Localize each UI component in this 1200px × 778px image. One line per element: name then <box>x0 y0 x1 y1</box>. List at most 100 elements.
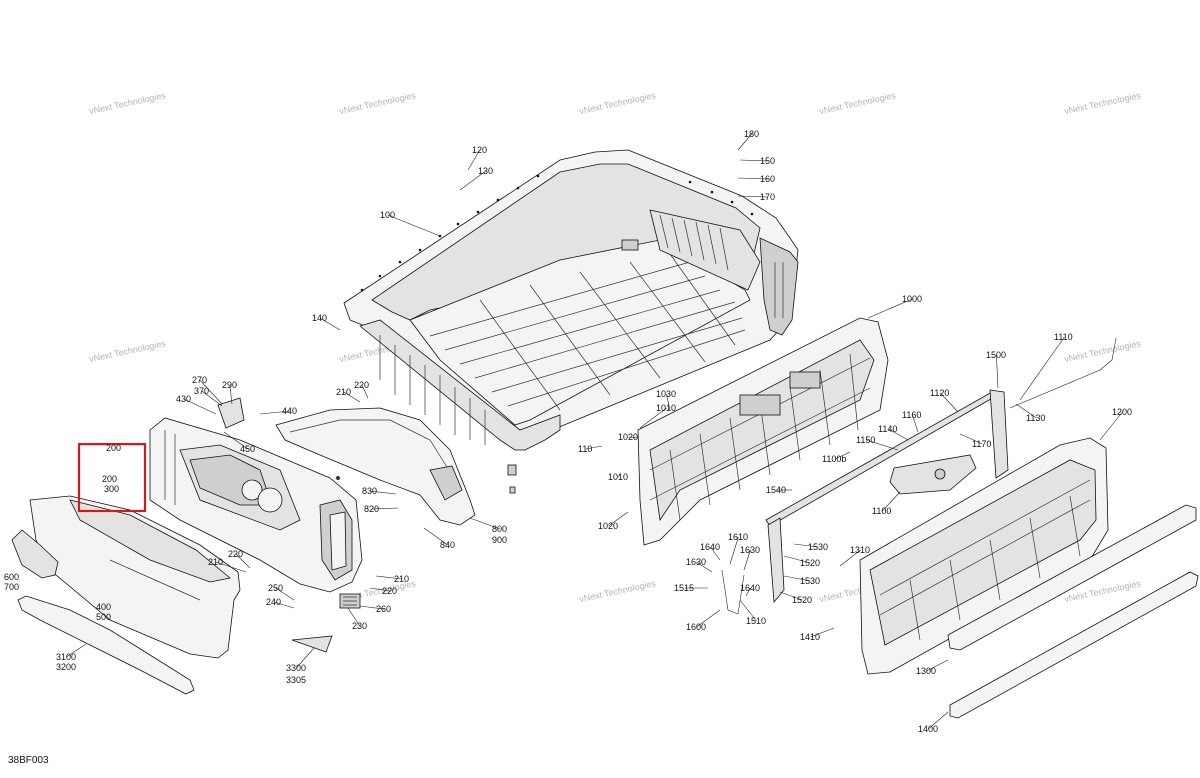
callout-c230[interactable]: 230 <box>352 621 367 631</box>
callout-c840[interactable]: 840 <box>440 540 455 550</box>
callout-c450[interactable]: 450 <box>240 444 255 454</box>
callout-c1020b[interactable]: 1020 <box>598 521 618 531</box>
callout-c270[interactable]: 270 <box>192 375 207 385</box>
tailgate-cap-strip[interactable] <box>947 504 1197 651</box>
left-side-panel[interactable] <box>149 417 363 593</box>
callout-c700[interactable]: 700 <box>4 582 19 592</box>
callout-c210b[interactable]: 210 <box>336 387 351 397</box>
callout-c1510[interactable]: 1510 <box>746 616 766 626</box>
callout-c220b[interactable]: 220 <box>354 380 369 390</box>
callout-c1640a[interactable]: 1640 <box>700 542 720 552</box>
linkage-rod[interactable] <box>721 569 745 615</box>
callout-c260[interactable]: 260 <box>376 604 391 614</box>
callout-c1500[interactable]: 1500 <box>986 350 1006 360</box>
callout-c1150[interactable]: 1150 <box>856 435 875 445</box>
callout-c1010a[interactable]: 1010 <box>656 403 676 413</box>
callout-c600[interactable]: 600 <box>4 572 19 582</box>
svg-text:vNext Technologies: vNext Technologies <box>578 90 657 116</box>
callout-c800[interactable]: 800 <box>492 524 507 534</box>
callout-c150[interactable]: 150 <box>760 156 775 166</box>
callout-c1200[interactable]: 1200 <box>1112 407 1132 417</box>
callout-c3200[interactable]: 3200 <box>56 662 76 672</box>
rear-frame[interactable] <box>637 317 889 546</box>
callout-c1630b[interactable]: 1630 <box>740 545 760 555</box>
callout-c1130[interactable]: 1130 <box>1026 413 1045 423</box>
callout-c100[interactable]: 100 <box>380 210 395 220</box>
left-outer-panel[interactable] <box>29 495 241 659</box>
cargo-box[interactable] <box>343 149 799 494</box>
tailgate-bar[interactable] <box>765 389 1009 604</box>
callout-c1010b[interactable]: 1010 <box>608 472 628 482</box>
callout-c200b[interactable]: 200 <box>106 443 121 453</box>
callout-c210c[interactable]: 210 <box>394 574 409 584</box>
callout-c1030[interactable]: 1030 <box>656 389 676 399</box>
callout-c1100b[interactable]: 1100b <box>822 454 846 464</box>
callout-c1160[interactable]: 1160 <box>902 410 921 420</box>
callout-c3305[interactable]: 3305 <box>286 675 306 685</box>
callout-c1515[interactable]: 1515 <box>674 583 694 593</box>
callout-c1120[interactable]: 1120 <box>930 388 949 398</box>
lower-trim-strip[interactable] <box>949 571 1199 719</box>
callout-c180[interactable]: 180 <box>744 129 759 139</box>
callout-c830[interactable]: 830 <box>362 486 377 496</box>
cable[interactable] <box>1009 337 1117 409</box>
inner-fender-liner[interactable] <box>275 407 476 526</box>
leader-line-c220b <box>361 384 369 399</box>
small-deflector[interactable] <box>291 635 333 653</box>
callout-c250[interactable]: 250 <box>268 583 283 593</box>
callout-c1410[interactable]: 1410 <box>800 632 820 642</box>
leader-line-c1530b <box>783 575 811 582</box>
callout-c1400[interactable]: 1400 <box>918 724 938 734</box>
callout-c1530b[interactable]: 1530 <box>800 576 820 586</box>
watermark-5: vNext Technologies <box>88 338 167 364</box>
watermark-1: vNext Technologies <box>338 90 417 116</box>
callout-c130[interactable]: 130 <box>478 166 493 176</box>
callout-c1530a[interactable]: 1530 <box>808 542 828 552</box>
mounting-plate[interactable] <box>339 593 361 609</box>
tailgate[interactable] <box>859 437 1109 675</box>
callout-c1520b[interactable]: 1520 <box>792 595 812 605</box>
svg-text:vNext Technologies: vNext Technologies <box>88 338 167 364</box>
callout-c1300[interactable]: 1300 <box>916 666 936 676</box>
callout-c900[interactable]: 900 <box>492 535 507 545</box>
callout-c1640b[interactable]: 1640 <box>740 583 760 593</box>
callout-c110[interactable]: 110 <box>578 444 592 454</box>
callout-c120[interactable]: 120 <box>472 145 487 155</box>
callout-c500[interactable]: 500 <box>96 612 111 622</box>
callout-c1520a[interactable]: 1520 <box>800 558 820 568</box>
callout-c1170[interactable]: 1170 <box>972 439 991 449</box>
callout-c1610[interactable]: 1610 <box>728 532 748 542</box>
callout-c440[interactable]: 440 <box>282 406 297 416</box>
callout-c1600[interactable]: 1600 <box>686 622 706 632</box>
callout-c220a[interactable]: 220 <box>228 549 243 559</box>
callout-c300[interactable]: 300 <box>104 484 119 494</box>
callout-c1000[interactable]: 1000 <box>902 294 922 304</box>
leader-line-c210c <box>375 575 402 580</box>
callout-c1020a[interactable]: 1020 <box>618 432 638 442</box>
callout-c210a[interactable]: 210 <box>208 557 223 567</box>
callout-c290[interactable]: 290 <box>222 380 237 390</box>
callout-c820[interactable]: 820 <box>364 504 379 514</box>
callout-c1630a[interactable]: 1630 <box>686 557 706 567</box>
callout-c370[interactable]: 370 <box>194 386 209 396</box>
callout-c3300[interactable]: 3300 <box>286 663 306 673</box>
callout-c220c[interactable]: 220 <box>382 586 397 596</box>
callout-c430[interactable]: 430 <box>176 394 191 404</box>
bracket[interactable] <box>217 397 245 429</box>
latch-assembly[interactable] <box>889 454 977 495</box>
callout-c1100[interactable]: 1100 <box>872 506 891 516</box>
lower-left-strip[interactable] <box>17 595 195 695</box>
corner-trim-piece[interactable] <box>11 529 59 579</box>
callout-c1110[interactable]: 1110 <box>1054 332 1073 342</box>
callout-c3100[interactable]: 3100 <box>56 652 76 662</box>
leader-line-c3100 <box>66 643 87 658</box>
callout-c200[interactable]: 200 <box>102 474 117 484</box>
callout-c1540[interactable]: 1540 <box>766 485 786 495</box>
callout-c160[interactable]: 160 <box>760 174 775 184</box>
callout-c170[interactable]: 170 <box>760 192 775 202</box>
callout-c400[interactable]: 400 <box>96 602 111 612</box>
callout-c140[interactable]: 140 <box>312 313 327 323</box>
callout-c1140[interactable]: 1140 <box>878 424 897 434</box>
callout-c1310[interactable]: 1310 <box>850 545 870 555</box>
callout-c240[interactable]: 240 <box>266 597 281 607</box>
